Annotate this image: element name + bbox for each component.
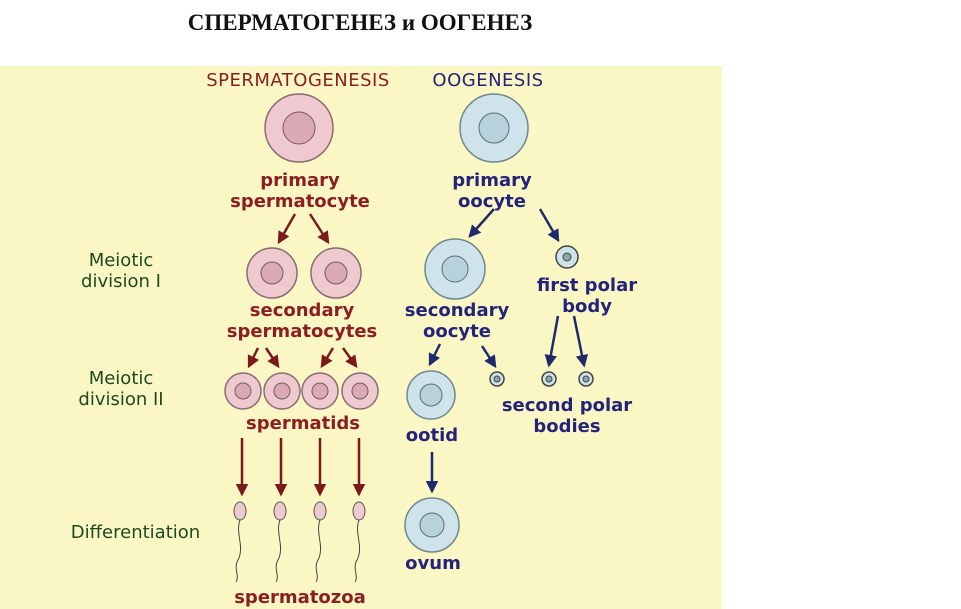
spermatid-cell xyxy=(301,372,339,410)
first-polar-body-label: first polar body xyxy=(536,275,638,317)
diagram-canvas xyxy=(224,93,594,583)
differentiation-label: Differentiation xyxy=(70,522,201,543)
ootid-label: ootid xyxy=(405,425,459,446)
secondary-oocyte-label: secondary oocyte xyxy=(404,300,510,342)
primary-oocyte-cell xyxy=(459,93,529,163)
spermatozoon xyxy=(233,501,247,583)
spermatogenesis-header: SPERMATOGENESIS xyxy=(206,70,390,91)
spermatid-cell xyxy=(263,372,301,410)
diagram-panel: SPERMATOGENESIS OOGENESIS Meiotic divisi… xyxy=(0,66,722,609)
spermatogenesis-arrows xyxy=(235,213,366,497)
second-polar-body-cell xyxy=(541,371,557,387)
meiotic-division-one-label: Meiotic division I xyxy=(81,250,161,292)
meiotic-division-two-label: Meiotic division II xyxy=(78,368,164,410)
spermatid-cell xyxy=(341,372,379,410)
spermatozoon xyxy=(273,501,287,583)
oogenesis-header: OOGENESIS xyxy=(432,70,544,91)
spermatozoa-label: spermatozoa xyxy=(234,587,366,608)
ovum-cell xyxy=(404,497,460,553)
first-polar-body-cell xyxy=(555,245,579,269)
spermatids-label: spermatids xyxy=(246,413,360,434)
secondary-spermatocyte-cell xyxy=(246,247,298,299)
ootid-cell xyxy=(406,370,456,420)
secondary-oocyte-cell xyxy=(424,238,486,300)
oogenesis-arrows xyxy=(425,208,589,494)
spermatozoon xyxy=(352,501,366,583)
second-polar-body-cell xyxy=(489,371,505,387)
second-polar-body-cell xyxy=(578,371,594,387)
primary-spermatocyte-cell xyxy=(264,93,334,163)
primary-spermatocyte-label: primary spermatocyte xyxy=(230,170,370,212)
second-polar-bodies-label: second polar bodies xyxy=(501,395,633,437)
primary-oocyte-label: primary oocyte xyxy=(452,170,532,212)
secondary-spermatocytes-label: secondary spermatocytes xyxy=(226,300,378,342)
ovum-label: ovum xyxy=(405,553,461,574)
page-title: СПЕРМАТОГЕНЕЗ и ООГЕНЕЗ xyxy=(187,10,533,35)
secondary-spermatocyte-cell xyxy=(310,247,362,299)
spermatid-cell xyxy=(224,372,262,410)
spermatozoon xyxy=(313,501,327,583)
